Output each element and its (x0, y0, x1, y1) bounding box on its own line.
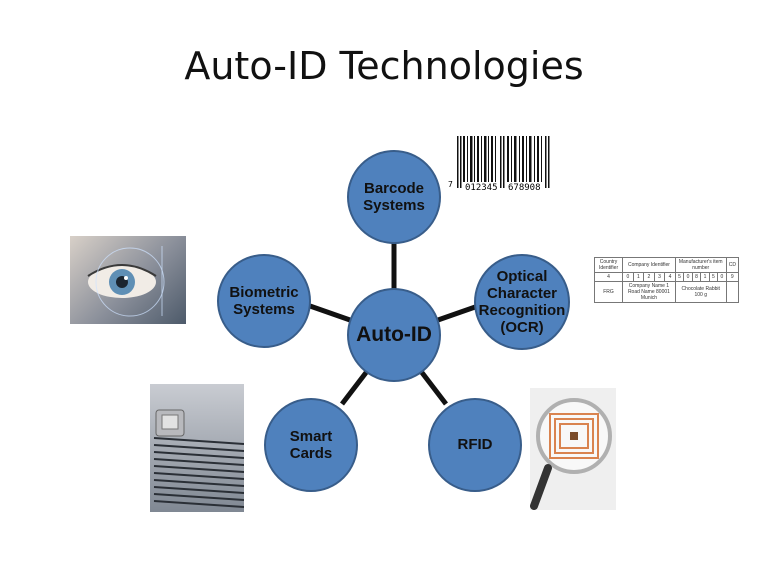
barcode-image: 7 012345 678908 (447, 134, 559, 196)
ocr-digit: 1 (632, 272, 645, 282)
node-rfid: RFID (428, 398, 522, 492)
node-biometric-label: Biometric Systems (229, 283, 299, 318)
ocr-digit: 3 (653, 272, 666, 282)
node-smart-cards-label: Smart Cards (289, 427, 333, 462)
ocr-digit: 4 (593, 272, 624, 282)
ocr-digit: 1 (700, 272, 710, 282)
link-rfid (418, 368, 448, 406)
node-ocr-label: Optical Character Recognition (OCR) (478, 267, 566, 337)
ocr-header-cd: CD (725, 257, 740, 273)
link-smart (340, 368, 370, 406)
barcode-lead-digit: 7 (448, 180, 453, 189)
ocr-sample-table: Country Identifier Company Identifier Ma… (593, 257, 740, 303)
ocr-digit: 0 (622, 272, 634, 282)
smart-card-image (150, 384, 244, 512)
magnifier-rfid-icon (530, 398, 612, 510)
eye-icon (87, 246, 165, 317)
node-barcode-label: Barcode Systems (363, 179, 425, 214)
ocr-header-country: Country Identifier (593, 257, 624, 273)
ocr-digit: 5 (674, 272, 685, 282)
rfid-image (530, 388, 616, 510)
barcode-right-digits: 678908 (508, 183, 541, 193)
node-barcode: Barcode Systems (347, 150, 441, 244)
smart-card-stack-icon (153, 409, 244, 508)
node-center: Auto-ID (347, 288, 441, 382)
barcode-left-digits: 012345 (465, 183, 498, 193)
ocr-digit: 5 (708, 272, 719, 282)
ocr-digit: 4 (664, 272, 676, 282)
eye-image (70, 236, 186, 324)
ocr-company-address: Company Name 1 Road Name 80001 Munich (622, 281, 676, 303)
node-biometric: Biometric Systems (217, 254, 311, 348)
ocr-digit: 8 (691, 272, 702, 282)
ocr-cd-cell (725, 281, 740, 303)
ocr-digit: 0 (717, 272, 727, 282)
ocr-header-company: Company Identifier (622, 257, 676, 273)
slide-title: Auto-ID Technologies (184, 44, 584, 88)
node-center-label: Auto-ID (356, 322, 432, 346)
ocr-digit: 2 (643, 272, 655, 282)
node-smart-cards: Smart Cards (264, 398, 358, 492)
node-ocr: Optical Character Recognition (OCR) (474, 254, 570, 350)
ocr-digit: 0 (683, 272, 693, 282)
ocr-header-item: Manufacturer's item number (674, 257, 727, 273)
link-bio (309, 303, 351, 323)
barcode-icon (457, 136, 550, 188)
ocr-item-name: Chocolate Rabbit 100 g (674, 281, 727, 303)
link-ocr (437, 303, 479, 323)
ocr-country-code: FRG (593, 281, 624, 303)
node-rfid-label: RFID (457, 436, 493, 454)
ocr-digit: 9 (725, 272, 740, 282)
